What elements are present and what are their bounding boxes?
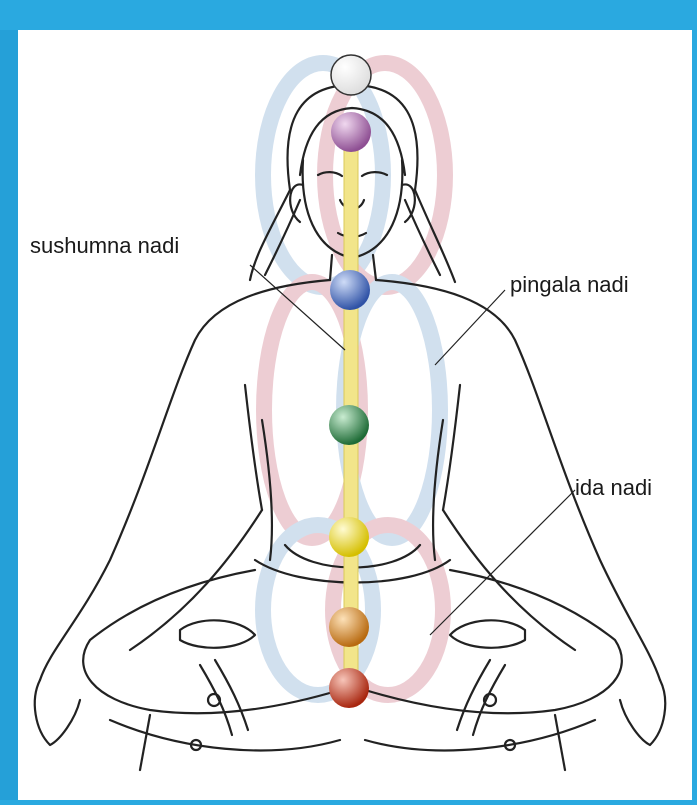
chakra-third-eye: [331, 112, 371, 152]
chakra-sacral: [329, 607, 369, 647]
chakra-root: [329, 668, 369, 708]
leader-lines: [250, 265, 575, 635]
chakra-crown: [331, 55, 371, 95]
chakra-solar-plexus: [329, 517, 369, 557]
ida-leader: [430, 490, 575, 635]
ida-nadi-label: ida nadi: [575, 475, 652, 500]
chakra-throat: [330, 270, 370, 310]
sushumna-nadi-label: sushumna nadi: [30, 233, 179, 258]
chakra-heart: [329, 405, 369, 445]
pingala-nadi-label: pingala nadi: [510, 272, 629, 297]
